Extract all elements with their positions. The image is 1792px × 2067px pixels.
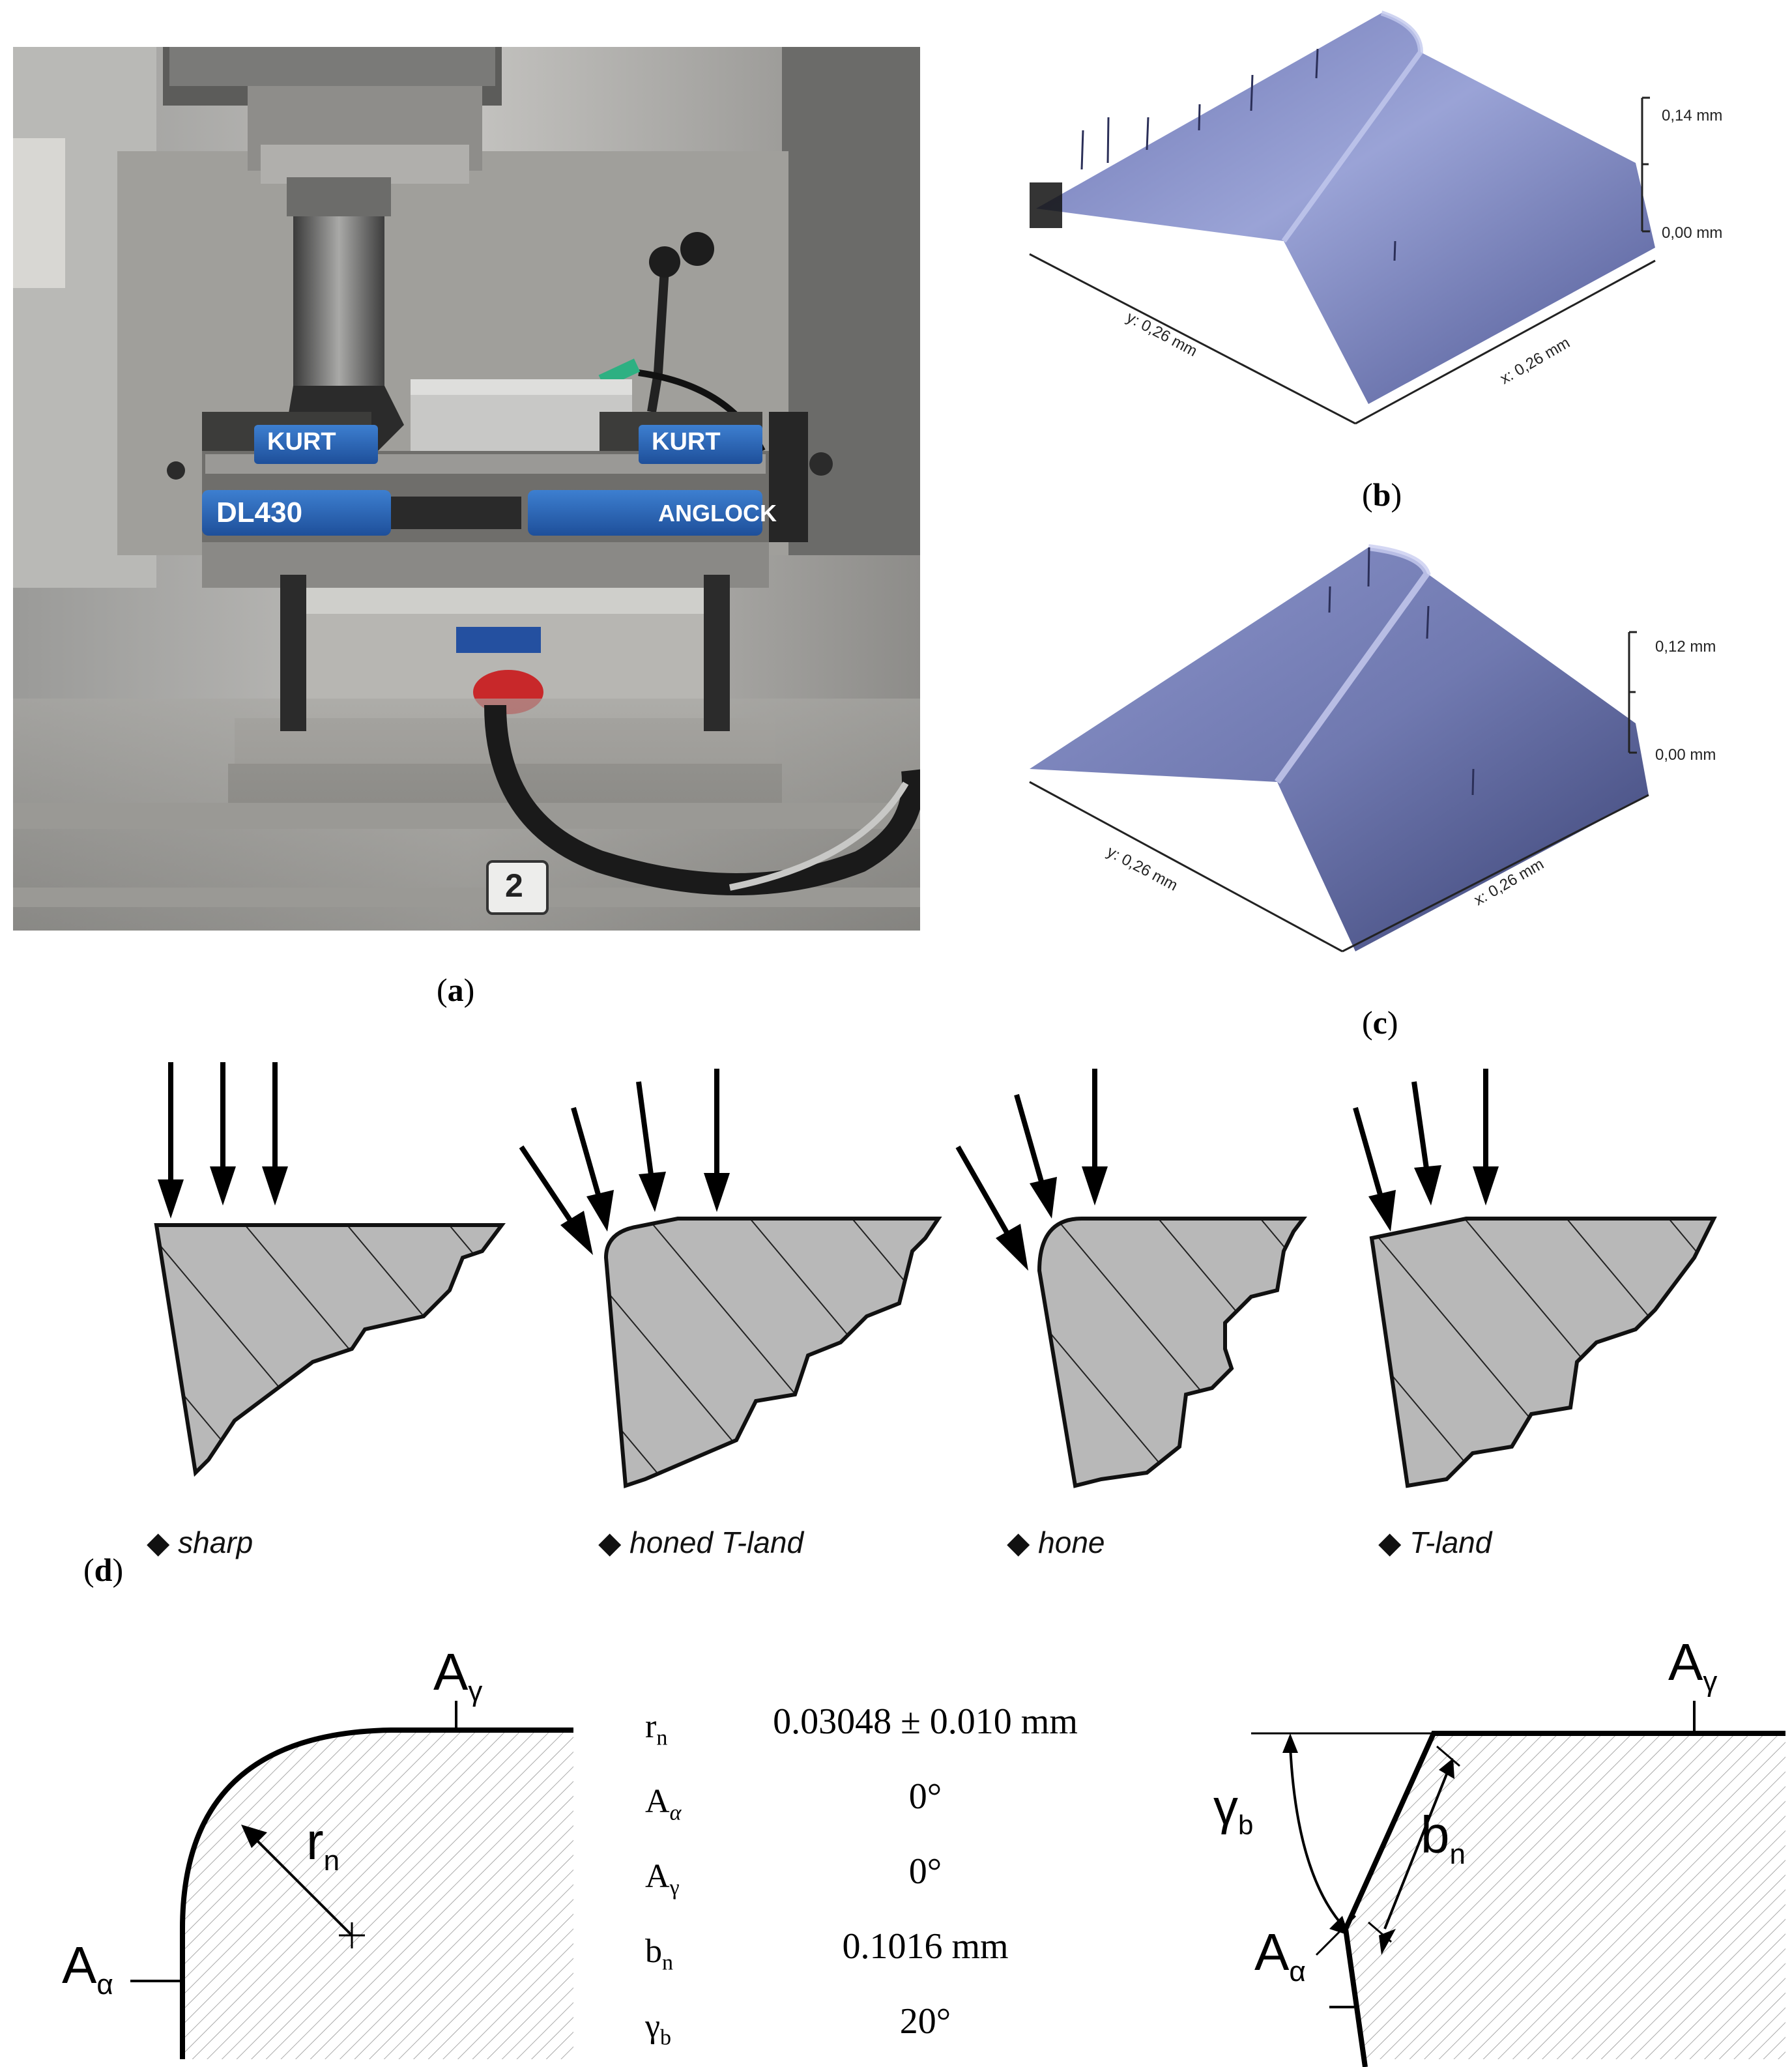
profile-label-sharp: ◆ sharp — [147, 1525, 253, 1559]
scan-b-y-label: y: 0,26 mm — [1123, 308, 1200, 360]
tland-label-bn: bn — [1421, 1806, 1466, 1870]
hone-label-aa: Aα — [62, 1936, 113, 2001]
tland-label-gb: γb — [1213, 1780, 1254, 1841]
tland-label-ag: Aγ — [1668, 1633, 1718, 1698]
scan-b-plot: 0,14 mm 0,00 mm y: 0,26 mm x: 0,26 mm — [1029, 10, 1722, 425]
param-value: 0° — [908, 1776, 942, 1817]
profile-label-hone: ◆ hone — [1007, 1525, 1105, 1559]
caption-c: (c) — [1362, 1004, 1398, 1041]
scan-b-x-label: x: 0,26 mm — [1497, 334, 1573, 388]
machine-photo-illustration — [13, 47, 924, 933]
brand-label-right: KURT — [652, 428, 721, 455]
diamond-icon: ◆ — [147, 1525, 170, 1559]
edge-profiles-diagram — [154, 1062, 1717, 1489]
brand-label-left: KURT — [267, 428, 336, 455]
param-value: 0.1016 mm — [842, 1926, 1009, 1967]
scan-c-z-top: 0,12 mm — [1655, 638, 1716, 656]
diamond-icon: ◆ — [1378, 1525, 1402, 1559]
profile-t-land — [1353, 1069, 1717, 1488]
param-row: rn 0.03048 ± 0.010 mm — [626, 1701, 1166, 1766]
param-row: Aγ 0° — [626, 1851, 1166, 1916]
profile-label-t-land: ◆ T-land — [1378, 1525, 1492, 1559]
profile-honed-t-land — [519, 1069, 942, 1489]
param-value: 0° — [908, 1851, 942, 1892]
profile-hone — [955, 1069, 1307, 1488]
scan-b-surface — [1036, 13, 1655, 404]
caption-b: (b) — [1362, 476, 1402, 513]
plate-number: 2 — [505, 867, 523, 904]
hone-geometry-diagram — [130, 1701, 573, 2059]
profile-sharp — [154, 1062, 506, 1477]
model-label-right: ANGLOCK — [658, 500, 777, 527]
param-value: 20° — [899, 2001, 951, 2042]
scan-c-surface — [1030, 547, 1649, 951]
param-symbol: rn — [645, 1708, 668, 1750]
param-value: 0.03048 ± 0.010 mm — [773, 1701, 1078, 1742]
scan-b-z-top: 0,14 mm — [1662, 107, 1722, 124]
diamond-icon: ◆ — [598, 1525, 622, 1559]
model-label-left: DL430 — [216, 497, 303, 528]
scan-c-z-bottom: 0,00 mm — [1655, 746, 1716, 764]
hone-label-rn: rn — [306, 1812, 340, 1877]
profile-label-honed-t-land: ◆ honed T-land — [598, 1525, 804, 1559]
param-row: bn 0.1016 mm — [626, 1926, 1166, 1991]
hone-label-ag: Aγ — [433, 1643, 483, 1707]
diamond-icon: ◆ — [1007, 1525, 1030, 1559]
param-symbol: Aγ — [645, 1858, 680, 1900]
param-symbol: Aα — [645, 1783, 682, 1825]
tland-label-aa: Aα — [1254, 1923, 1306, 1988]
t-land-geometry-diagram — [1251, 1701, 1785, 2067]
scan-b-z-bottom: 0,00 mm — [1662, 224, 1722, 242]
photo-panel: KURT KURT DL430 ANGLOCK 2 — [13, 47, 924, 933]
caption-a: (a) — [437, 972, 475, 1008]
scan-c-y-label: y: 0,26 mm — [1104, 843, 1180, 895]
param-row: γb 20° — [626, 2001, 1166, 2066]
caption-d: (d) — [83, 1552, 124, 1588]
param-symbol: bn — [645, 1933, 673, 1975]
scan-c-plot: 0,12 mm 0,00 mm y: 0,26 mm x: 0,26 mm — [1029, 544, 1716, 953]
param-row: Aα 0° — [626, 1776, 1166, 1841]
param-symbol: γb — [645, 2008, 671, 2050]
